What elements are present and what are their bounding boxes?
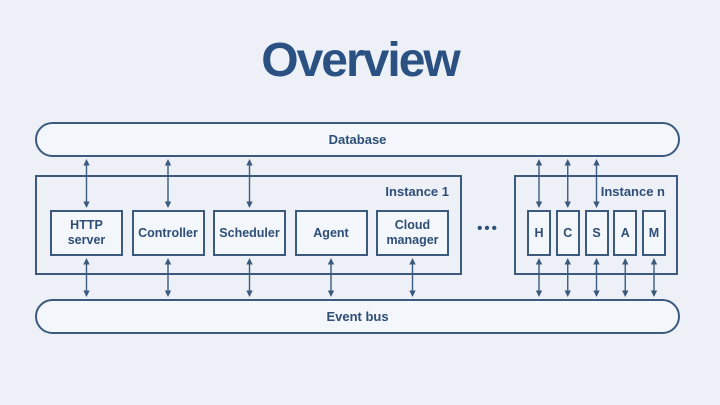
database-node: Database <box>35 122 680 157</box>
component-label: Scheduler <box>219 225 280 240</box>
component-label: Controller <box>138 225 198 240</box>
instance-n-label: Instance n <box>600 184 665 199</box>
database-label: Database <box>328 132 387 147</box>
instance-1-components: HTTP server Controller Scheduler Agent Cloud… <box>50 210 449 256</box>
instance-1-label: Instance 1 <box>385 184 449 199</box>
component-http-server: HTTP server <box>50 210 123 256</box>
component-label: M <box>648 225 660 240</box>
component-label: A <box>620 225 630 240</box>
component-s: S <box>584 210 609 256</box>
component-label: Cloud manager <box>386 218 439 247</box>
instance-n-box: Instance n H C S A M <box>514 175 678 275</box>
event-bus-label: Event bus <box>326 309 389 324</box>
component-controller: Controller <box>131 210 205 256</box>
component-agent: Agent <box>294 210 368 256</box>
component-c: C <box>555 210 580 256</box>
component-label: S <box>592 225 601 240</box>
ellipsis-more-instances: ••• <box>477 220 499 237</box>
event-bus-node: Event bus <box>35 299 680 334</box>
component-h: H <box>527 210 551 256</box>
component-scheduler: Scheduler <box>213 210 286 256</box>
instance-1-box: Instance 1 HTTP server Controller Schedule… <box>35 175 462 275</box>
component-cloud-manager: Cloud manager <box>376 210 449 256</box>
component-label: HTTP server <box>67 218 106 247</box>
component-m: M <box>642 210 666 256</box>
component-label: C <box>563 225 573 240</box>
page-title: Overview <box>261 34 460 87</box>
component-label: H <box>534 225 544 240</box>
component-label: Agent <box>313 225 349 240</box>
component-a: A <box>613 210 638 256</box>
